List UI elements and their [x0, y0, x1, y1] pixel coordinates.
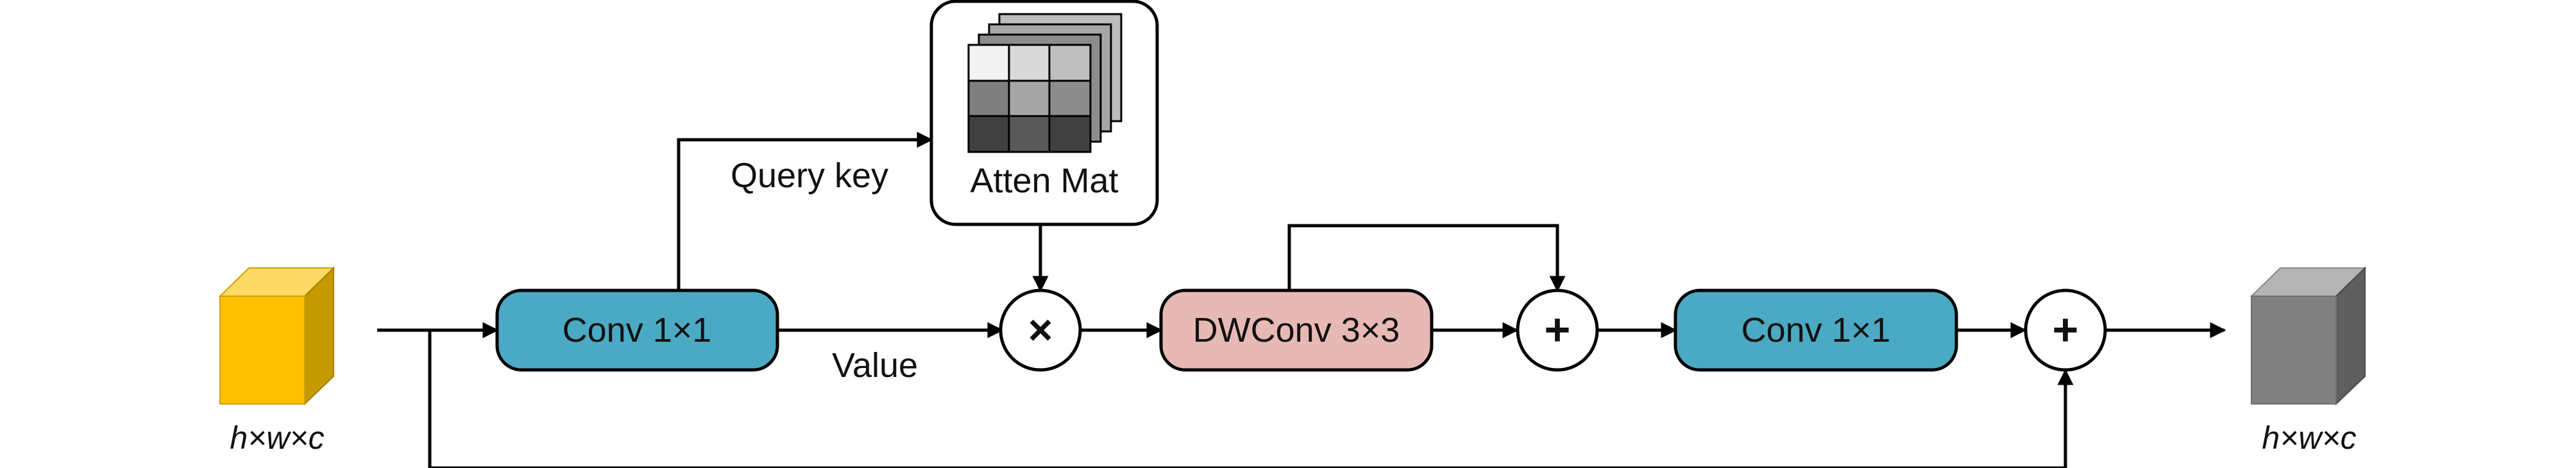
arrow-residual-to-add	[428, 330, 2074, 468]
query-key-label: Query key	[731, 156, 888, 195]
conv-1x1-block-second[interactable]: Conv 1×1	[1674, 288, 1958, 372]
conv-1x1-label: Conv 1×1	[563, 311, 712, 349]
multiply-icon: ×	[1028, 306, 1053, 353]
arrow-dwconv-skip-to-add	[1287, 224, 1566, 298]
conv-1x1-label-second: Conv 1×1	[1741, 311, 1891, 349]
dwconv-3x3-label: DWConv 3×3	[1193, 311, 1400, 349]
output-shape-label: h×w×c	[2262, 420, 2356, 456]
dwconv-3x3-block[interactable]: DWConv 3×3	[1159, 288, 1434, 372]
connectors	[377, 131, 2226, 468]
arrow-query-key-to-attention	[677, 131, 933, 298]
output-feature-cube-icon	[2250, 266, 2367, 406]
value-label: Value	[832, 346, 918, 385]
add-operator-second[interactable]: +	[2024, 288, 2107, 372]
plus-icon-second: +	[2053, 305, 2079, 355]
conv-1x1-block[interactable]: Conv 1×1	[495, 288, 779, 372]
attention-matrix-block[interactable]: Atten Mat	[929, 0, 1159, 226]
multiply-operator[interactable]: ×	[999, 288, 1082, 372]
attention-matrix-stack-icon	[967, 13, 1123, 153]
plus-icon: +	[1545, 305, 1571, 355]
input-shape-label: h×w×c	[230, 420, 324, 456]
input-feature-cube-icon	[218, 266, 335, 406]
add-operator-first[interactable]: +	[1516, 288, 1599, 372]
atten-mat-label: Atten Mat	[970, 162, 1118, 200]
